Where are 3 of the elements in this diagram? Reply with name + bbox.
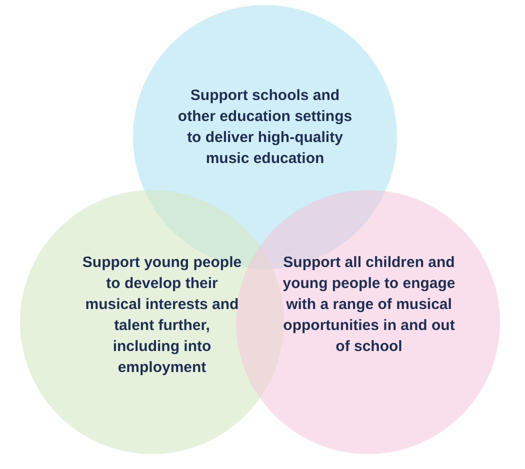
circle-text: Support all children and young people to engage with a range of musical opportunities in and out of school (282, 253, 456, 357)
circle-text: Support young people to develop their musical interests and talent further, including into employment (82, 253, 242, 378)
circle-text: Support schools and other education settings to deliver high-quality music education (176, 86, 354, 169)
